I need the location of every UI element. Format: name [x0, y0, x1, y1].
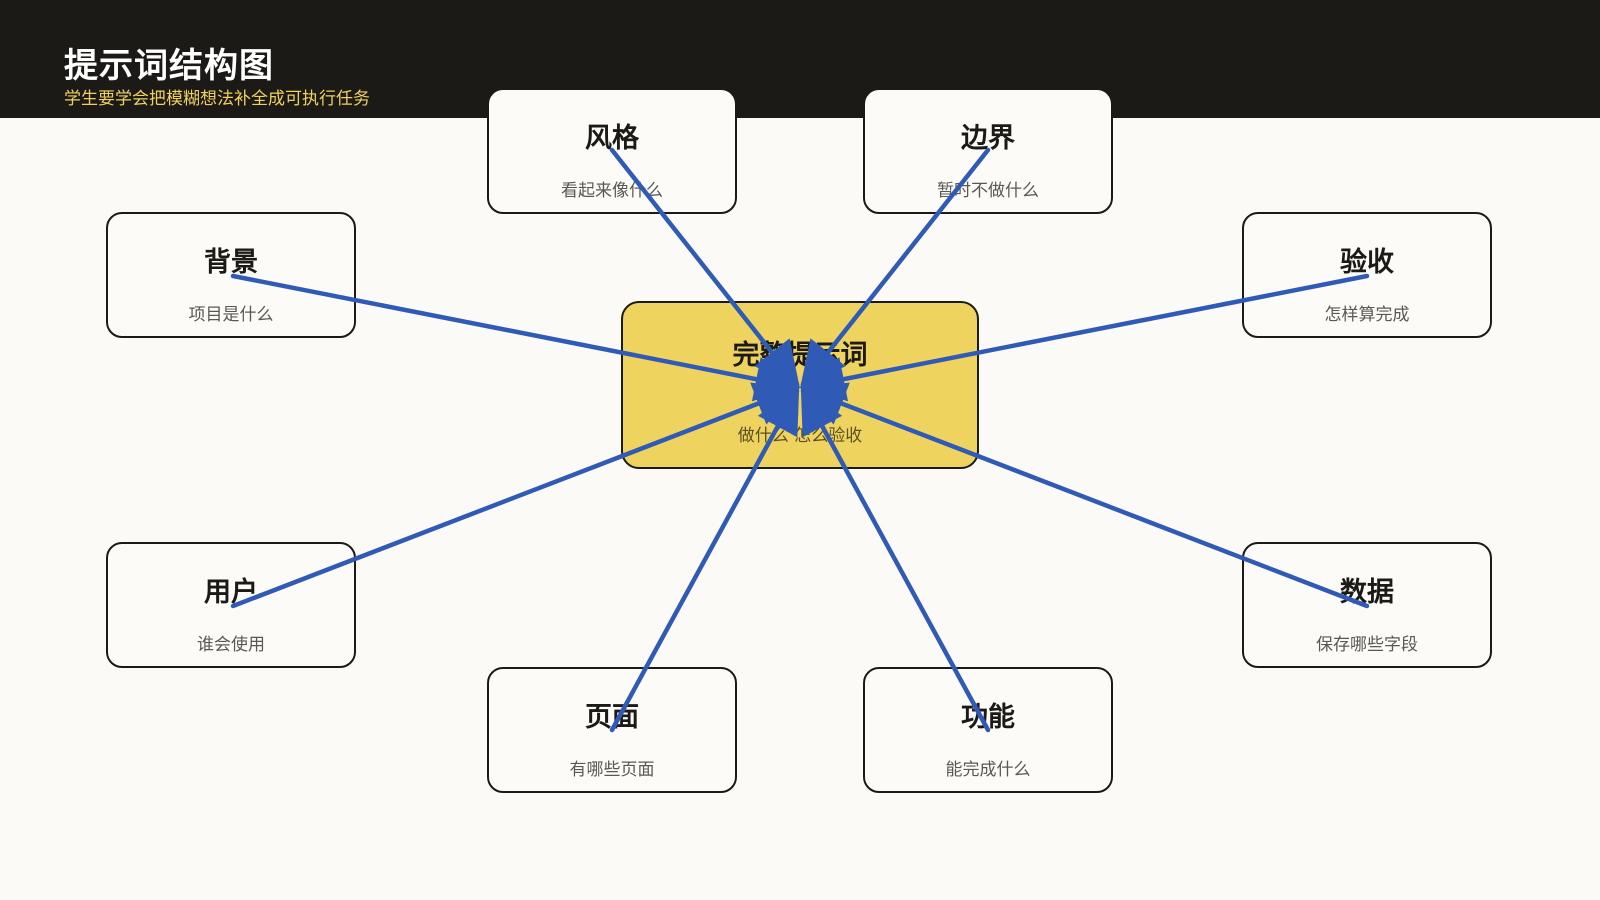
node-desc: 有哪些页面 — [569, 760, 655, 780]
node-title: 风格 — [585, 123, 639, 154]
node-title: 用户 — [204, 577, 258, 608]
node-title: 页面 — [585, 702, 639, 733]
header-bar: 提示词结构图 学生要学会把模糊想法补全成可执行任务 — [0, 0, 1600, 118]
node-title: 验收 — [1340, 247, 1394, 278]
node-title: 数据 — [1340, 577, 1394, 608]
node-desc: 怎样算完成 — [1324, 305, 1410, 325]
node-style: 风格 看起来像什么 — [487, 88, 737, 214]
center-desc-line1: 让 AI 知道 — [760, 401, 840, 421]
node-desc: 能完成什么 — [945, 760, 1031, 780]
page-title: 提示词结构图 — [64, 46, 274, 86]
node-features: 功能 能完成什么 — [863, 667, 1113, 793]
center-desc-line2: 做什么 怎么验收 — [737, 426, 863, 446]
center-title: 完整提示词 — [732, 340, 868, 371]
node-title: 背景 — [204, 247, 258, 278]
node-desc: 看起来像什么 — [561, 181, 663, 201]
node-desc: 保存哪些字段 — [1316, 635, 1418, 655]
center-desc: 让 AI 知道 做什么 怎么验收 — [623, 399, 977, 449]
page-subtitle: 学生要学会把模糊想法补全成可执行任务 — [64, 89, 370, 109]
node-desc: 项目是什么 — [188, 305, 274, 325]
node-acceptance: 验收 怎样算完成 — [1242, 212, 1492, 338]
node-desc: 暂时不做什么 — [937, 181, 1039, 201]
node-data: 数据 保存哪些字段 — [1242, 542, 1492, 668]
center-node: 完整提示词 让 AI 知道 做什么 怎么验收 — [621, 301, 979, 469]
node-title: 功能 — [961, 702, 1015, 733]
node-pages: 页面 有哪些页面 — [487, 667, 737, 793]
node-user: 用户 谁会使用 — [106, 542, 356, 668]
node-boundary: 边界 暂时不做什么 — [863, 88, 1113, 214]
node-title: 边界 — [961, 123, 1015, 154]
node-background: 背景 项目是什么 — [106, 212, 356, 338]
node-desc: 谁会使用 — [197, 635, 265, 655]
